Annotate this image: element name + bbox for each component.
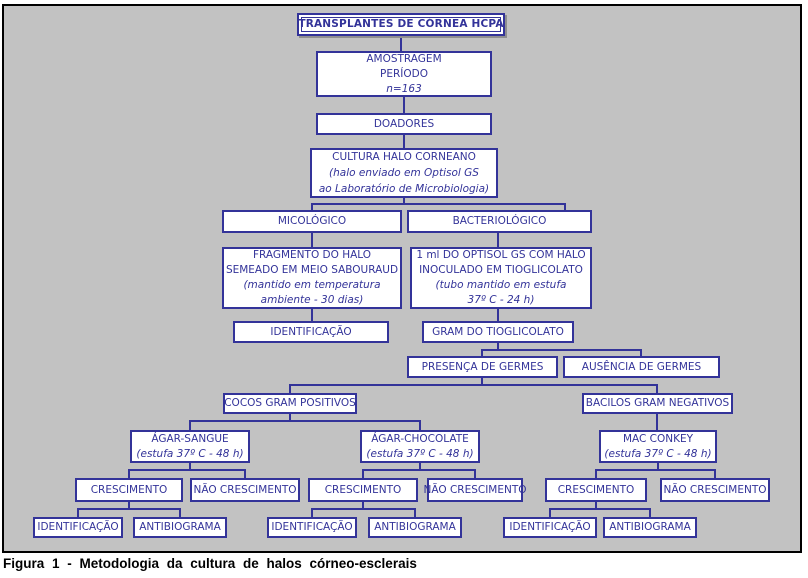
node-nao-crescimento-1: NÃO CRESCIMENTO: [190, 478, 300, 502]
node-cocos-gram-positivos: COCOS GRAM POSITIVOS: [223, 393, 357, 414]
node-crescimento-2: CRESCIMENTO: [308, 478, 418, 502]
node-ausencia-germes: AUSÊNCIA DE GERMES: [563, 356, 720, 378]
node-cultura-halo-corneano: CULTURA HALO CORNEANO (halo enviado em O…: [310, 148, 498, 198]
node-antibiograma-3: ANTIBIOGRAMA: [603, 517, 697, 538]
node-line: SEMEADO EM MEIO SABOURAUD: [225, 264, 399, 276]
node-line: 37º C - 24 h): [467, 294, 535, 306]
node-optisol-tioglicolato: 1 ml DO OPTISOL GS COM HALO INOCULADO EM…: [410, 247, 592, 309]
node-line: (halo enviado em Optisol GS: [329, 167, 479, 179]
node-line: PERÍODO: [380, 67, 428, 80]
node-agar-chocolate: ÁGAR-CHOCOLATE (estufa 37º C - 48 h): [360, 430, 480, 463]
node-line: INOCULADO EM TIOGLICOLATO: [419, 264, 583, 276]
node-crescimento-3: CRESCIMENTO: [545, 478, 647, 502]
node-line: ambiente - 30 dias): [260, 294, 364, 306]
node-line: CULTURA HALO CORNEANO: [332, 151, 476, 163]
figure-caption: Figura 1 - Metodologia da cultura de hal…: [3, 556, 417, 571]
node-line: (estufa 37º C - 48 h): [136, 447, 244, 460]
node-line: ao Laboratório de Microbiologia): [318, 183, 490, 195]
node-line: (mantido em temperatura: [243, 279, 381, 291]
node-line: (estufa 37º C - 48 h): [366, 447, 474, 460]
node-identificacao-micologico: IDENTIFICAÇÃO: [233, 321, 389, 343]
node-nao-crescimento-2: NÃO CRESCIMENTO: [423, 478, 527, 502]
node-line: ÁGAR-CHOCOLATE: [371, 432, 469, 445]
node-identificacao-2: IDENTIFICAÇÃO: [267, 517, 357, 538]
node-bacilos-gram-negativos: BACILOS GRAM NEGATIVOS: [582, 393, 733, 414]
node-identificacao-1: IDENTIFICAÇÃO: [33, 517, 123, 538]
node-gram-tioglicolato: GRAM DO TIOGLICOLATO: [422, 321, 574, 343]
node-amostragem: AMOSTRAGEM PERÍODO n=163: [316, 51, 492, 97]
node-presenca-germes: PRESENÇA DE GERMES: [407, 356, 558, 378]
node-agar-sangue: ÁGAR-SANGUE (estufa 37º C - 48 h): [130, 430, 250, 463]
node-line: ÁGAR-SANGUE: [151, 432, 229, 445]
node-transplantes-cornea-title: TRANSPLANTES DE CÓRNEA HCPA: [297, 13, 505, 36]
node-nao-crescimento-3: NÃO CRESCIMENTO: [660, 478, 770, 502]
flowchart-panel: TRANSPLANTES DE CÓRNEA HCPA AMOSTRAGEM P…: [2, 4, 802, 553]
node-bacteriologico: BACTERIOLÓGICO: [407, 210, 592, 233]
node-line: AMOSTRAGEM: [366, 52, 442, 65]
node-line: (estufa 37º C - 48 h): [604, 447, 712, 460]
node-identificacao-3: IDENTIFICAÇÃO: [503, 517, 597, 538]
node-doadores: DOADORES: [316, 113, 492, 135]
node-crescimento-1: CRESCIMENTO: [75, 478, 183, 502]
node-micologico: MICOLÓGICO: [222, 210, 402, 233]
node-fragmento-sabouraud: FRAGMENTO DO HALO SEMEADO EM MEIO SABOUR…: [222, 247, 402, 309]
node-line: MAC CONKEY: [622, 432, 694, 445]
node-line: FRAGMENTO DO HALO: [252, 249, 372, 261]
node-antibiograma-1: ANTIBIOGRAMA: [133, 517, 227, 538]
node-line: (tubo mantido em estufa: [435, 279, 567, 291]
node-antibiograma-2: ANTIBIOGRAMA: [368, 517, 462, 538]
node-line: 1 ml DO OPTISOL GS COM HALO: [416, 249, 586, 261]
node-line: n=163: [386, 82, 422, 95]
node-mac-conkey: MAC CONKEY (estufa 37º C - 48 h): [599, 430, 717, 463]
